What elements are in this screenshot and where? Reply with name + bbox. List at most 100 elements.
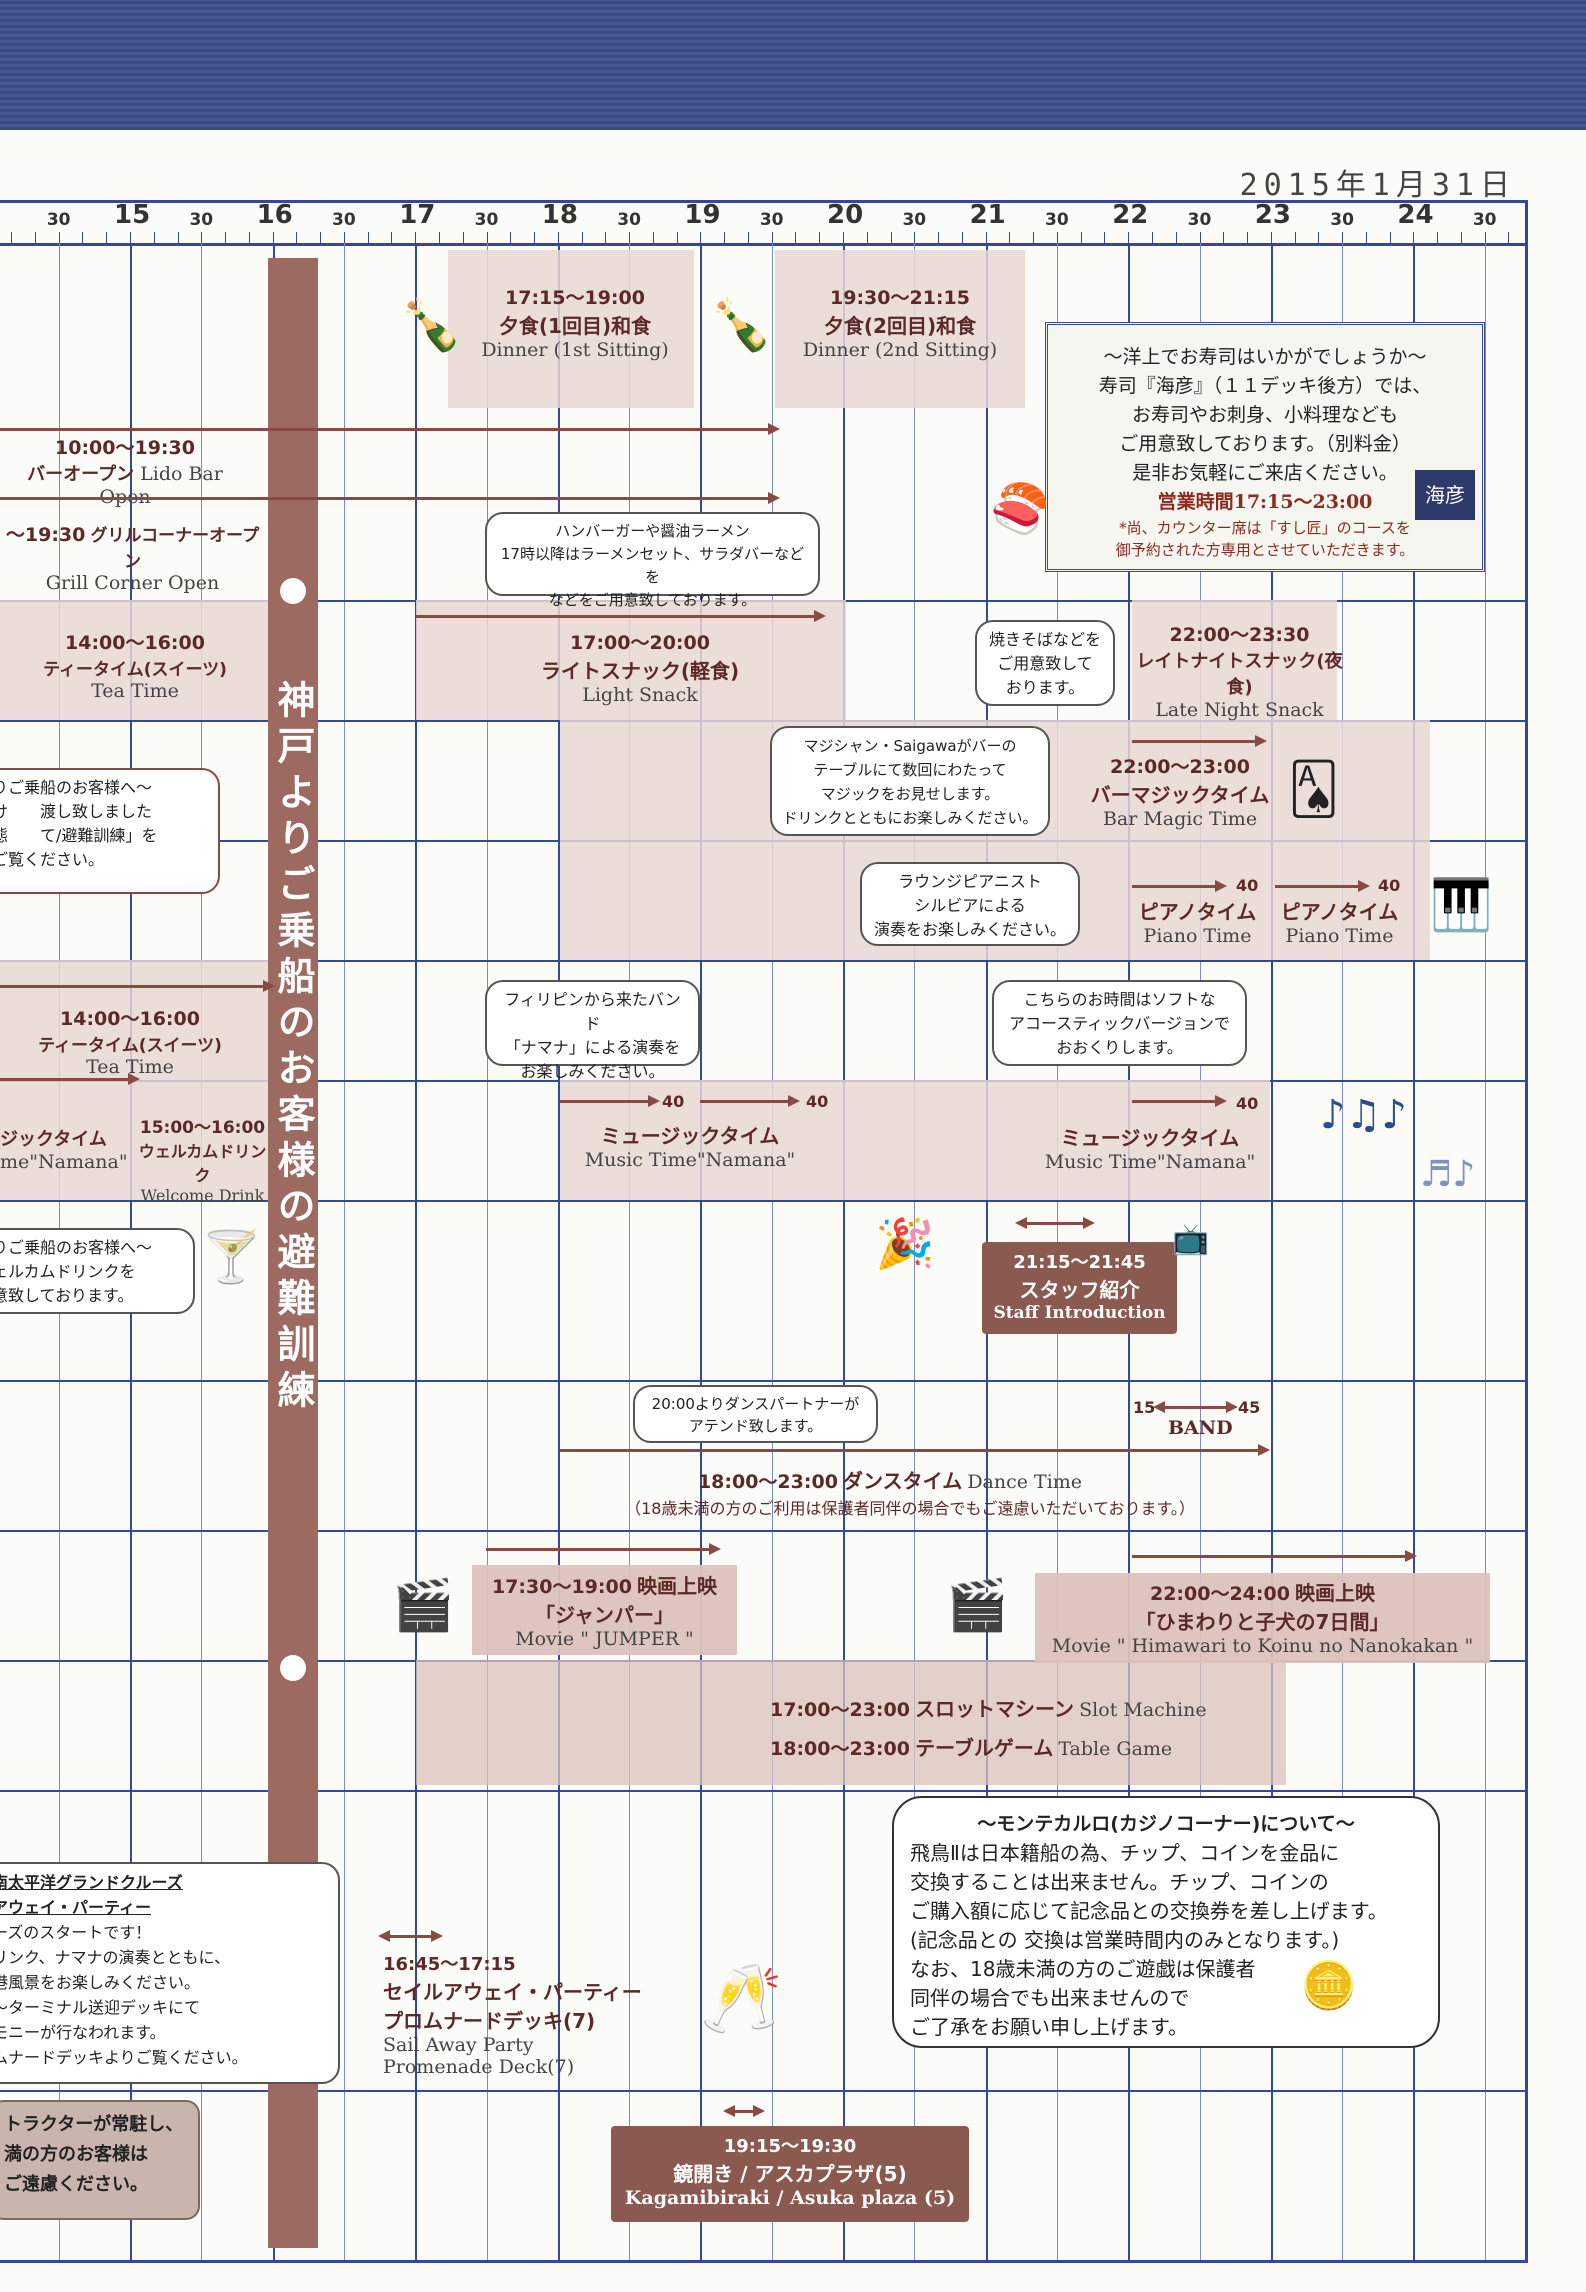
minute-tick (747, 232, 749, 243)
row-line (0, 1530, 1525, 1532)
movie2-title: 「ひまわりと子犬の7日間」 (1135, 1610, 1390, 1634)
minute-tick (1389, 232, 1391, 243)
staff-ja: スタッフ紹介 (1019, 1278, 1140, 1302)
minute-label: 30 (1330, 210, 1354, 230)
sailaway-en1: Sail Away Party (383, 2034, 534, 2056)
half-gridline (629, 243, 631, 2260)
latesnack-event: 22:00～23:30 レイトナイトスナック(夜食) Late Night Sn… (1132, 620, 1347, 721)
header-band (0, 0, 1586, 130)
lightsnack-shade (416, 600, 846, 720)
tea2-en: Tea Time (86, 1056, 174, 1078)
sushi-line: 是非お気軽にご来店ください。 (1132, 462, 1398, 484)
dance-en: Dance Time (967, 1471, 1083, 1493)
tea2-time: 14:00～16:00 (60, 1008, 200, 1030)
hour-gridline (843, 243, 845, 2260)
movie1-box (472, 1565, 737, 1655)
slot-en: Slot Machine (1079, 1699, 1207, 1721)
minute-tick (106, 232, 108, 243)
bubble-line: ～ターミナル送迎デッキにて (0, 1998, 201, 2017)
music2-event: ミュージックタイム Music Time"Namana" (1030, 1122, 1270, 1173)
dinner1-event: 17:15～19:00 夕食(1回目)和食 Dinner (1st Sittin… (465, 283, 685, 361)
schedule-date: 2015年1月31日 (1239, 168, 1516, 203)
casino-chips-icon: 🪙 (1300, 1958, 1358, 2012)
welcome-event: 15:00～16:00 ウェルカムドリンク Welcome Drink (135, 1113, 270, 1205)
sushi-line: ～洋上でお寿司はいかがでしょうか～ (1103, 346, 1427, 368)
bubble-line: おおくりします。 (1056, 1038, 1183, 1057)
movie1-event: 17:30～19:00 映画上映 「ジャンパー」 Movie " JUMPER … (472, 1570, 737, 1650)
minute-tick (201, 232, 203, 243)
bubble-line: ェルカムドリンクを (0, 1262, 136, 1281)
dance-note: （18歳未満の方のご利用は保護者同伴の場合でもご遠慮いただいております。） (625, 1499, 1195, 1518)
lido-arrow (0, 423, 780, 435)
kagami-en: Kagamibiraki / Asuka plaza (5) (624, 2187, 956, 2209)
casino-line: 同伴の場合でも出来ませんので (910, 1986, 1190, 2010)
minute-tick (1080, 232, 1082, 243)
banner-dot (280, 1655, 306, 1681)
minute-tick (248, 232, 250, 243)
music-notes-icon: ♬♪ (1420, 1154, 1476, 1195)
minute-tick (1294, 232, 1296, 243)
staff-en: Staff Introduction (993, 1303, 1166, 1323)
hour-label: 21 (969, 200, 1006, 230)
dancepartner-bubble: 20:00よりダンスパートナーが アテンド致します。 (633, 1385, 878, 1443)
casino-line: (記念品との 交換は営業時間内のみとなります。) (910, 1928, 1340, 1952)
bubble-line: お楽しみください。 (520, 1062, 665, 1081)
tractor-box: トラクターが常駐し、 満の方のお客様は ご遠慮ください。 (0, 2100, 200, 2220)
cocktail-icon: 🍸 (200, 1228, 263, 1286)
pianist-bubble: ラウンジピアニスト シルビアによる 演奏をお楽しみください。 (860, 862, 1080, 946)
piano1-ja: ピアノタイム (1138, 900, 1257, 924)
sailaway-event: 16:45～17:15 セイルアウェイ・パーティー プロムナードデッキ(7) S… (383, 1950, 683, 2078)
lido-event: 10:00～19:30 バーオープン Lido Bar Open (10, 433, 240, 508)
toast-glasses-icon: 🥂 (700, 1960, 783, 2037)
party-icon: 🎉 (875, 1216, 935, 1272)
movie2-time: 22:00～24:00 (1149, 1583, 1290, 1605)
bubble-line: リンク、ナマナの演奏とともに、 (0, 1948, 231, 1967)
minute-label: 30 (1187, 210, 1212, 230)
bubble-line: こちらのお時間はソフトな (1023, 990, 1216, 1009)
movie1-time: 17:30～19:00 (491, 1576, 632, 1598)
minute-label: 30 (332, 210, 356, 230)
casino-line: ご了承をお願い申し上げます。 (910, 2015, 1188, 2039)
music1b-arrow (700, 1095, 800, 1107)
music2-ja: ミュージックタイム (1060, 1126, 1240, 1150)
staff-time: 21:15～21:45 (1013, 1252, 1146, 1273)
bubble-line: りご乗船のお客様へ～ (0, 778, 153, 797)
kagami-ja: 鏡開き / アスカプラザ(5) (673, 2162, 907, 2186)
bubble-line: 「ナマナ」による演奏を (504, 1038, 681, 1057)
piano1-arrow (1132, 880, 1227, 892)
minute-tick (557, 232, 559, 243)
lido-ja: バーオープン (27, 464, 135, 485)
table-event: 18:00～23:00 テーブルゲーム Table Game (770, 1732, 1270, 1761)
music2-en: Music Time"Namana" (1044, 1151, 1256, 1173)
casino-title: ～モンテカルロ(カジノコーナー)について～ (977, 1813, 1355, 1835)
hour-gridline (415, 243, 418, 2260)
bubble-line: りご乗船のお客様へ～ (0, 1238, 153, 1257)
minute-tick (961, 232, 963, 243)
minute-tick (1460, 232, 1462, 243)
staff-arrow (1015, 1217, 1095, 1229)
lightsnack-time: 17:00～20:00 (570, 632, 710, 654)
hour-label: 20 (827, 200, 864, 230)
grill-ja: グリルコーナーオープン (90, 526, 260, 572)
minute-tick (225, 232, 227, 243)
piano1-en: Piano Time (1143, 925, 1252, 947)
evacuation-banner-text: 神戸よりご乗船のお客様の避難訓練 (271, 680, 315, 1416)
magician-bubble: マジシャン・Saigawaがバーの テーブルにて数回にわたって マジックをお見せ… (770, 726, 1050, 836)
table-time: 18:00～23:00 (770, 1738, 910, 1760)
half-gridline (201, 243, 203, 2260)
music2-arrow (1132, 1095, 1227, 1107)
minute-tick (843, 232, 844, 243)
bubble-line: テーブルにて数回にわたって (813, 761, 1007, 779)
grill-event: ～19:30 グリルコーナーオープン Grill Corner Open (0, 520, 265, 594)
barmagic-en: Bar Magic Time (1102, 808, 1258, 830)
music1-ja: ミュージックタイム (600, 1124, 780, 1148)
minute-tick (34, 232, 36, 243)
musicleft-ja: ジックタイム (0, 1129, 107, 1150)
minute-tick (795, 232, 797, 243)
piano2-arrow (1275, 880, 1370, 892)
piano1-event: ピアノタイム Piano Time (1120, 896, 1275, 947)
movie1-title: 「ジャンパー」 (535, 1603, 674, 1627)
movie1-en: Movie " JUMPER " (515, 1628, 694, 1650)
bubble-line: マジックをお見せします。 (820, 785, 1000, 803)
minute-tick (1342, 232, 1344, 243)
